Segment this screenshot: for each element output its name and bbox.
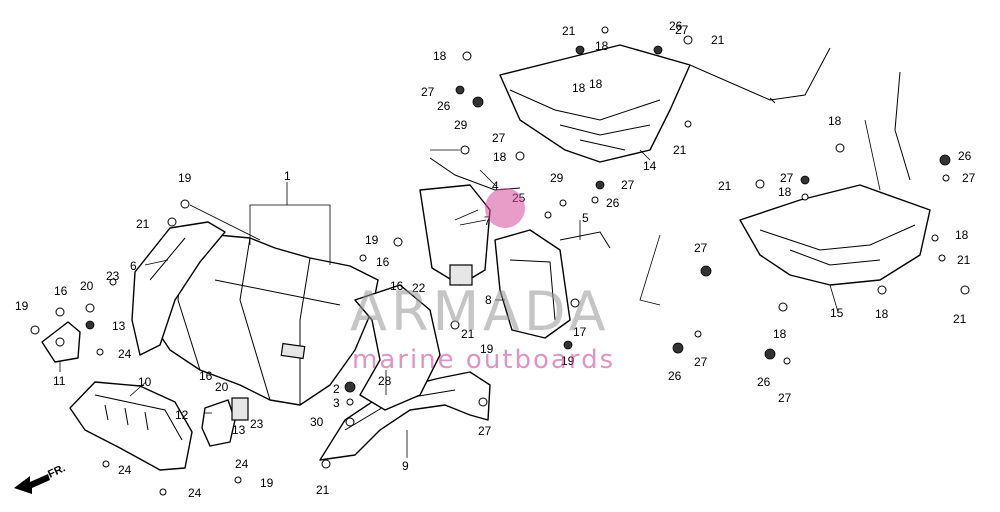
part-front-carrier bbox=[739, 71, 931, 286]
callout-label: 21 bbox=[461, 327, 475, 341]
callout-label: 20 bbox=[80, 279, 94, 293]
callout-label: 18 bbox=[572, 81, 586, 95]
callout-label: 16 bbox=[376, 255, 390, 269]
callout-label: 27 bbox=[478, 424, 492, 438]
callout-label: 18 bbox=[433, 49, 447, 63]
callout-label: 14 bbox=[643, 159, 657, 173]
callout-label: 21 bbox=[316, 483, 330, 497]
callout-label: 21 bbox=[953, 312, 967, 326]
callout-label: 24 bbox=[118, 347, 132, 361]
callout-label: 29 bbox=[550, 171, 564, 185]
callout-label: 23 bbox=[106, 269, 120, 283]
part-side-fender bbox=[354, 284, 441, 411]
watermark: ARMADA marine outboards bbox=[350, 188, 615, 375]
callout-label: 23 bbox=[250, 417, 264, 431]
callout-label: 16 bbox=[199, 369, 213, 383]
callout-label: 1 bbox=[284, 169, 291, 183]
callout-label: 27 bbox=[778, 391, 792, 405]
fasteners bbox=[30, 26, 970, 496]
callout-label: 27 bbox=[780, 171, 794, 185]
callout-label: 26 bbox=[757, 375, 771, 389]
callout-label: 21 bbox=[957, 253, 971, 267]
part-bracket-12 bbox=[201, 397, 249, 447]
callout-label: 12 bbox=[175, 408, 189, 422]
rod-left bbox=[429, 157, 521, 191]
leader-lines bbox=[59, 119, 881, 458]
callout-label: 28 bbox=[378, 374, 392, 388]
callout-label: 21 bbox=[136, 217, 150, 231]
callout-label: 9 bbox=[402, 459, 409, 473]
callout-label: 3 bbox=[333, 396, 340, 410]
callout-label: 15 bbox=[830, 306, 844, 320]
callout-label: 19 bbox=[480, 342, 494, 356]
callout-label: 6 bbox=[130, 259, 137, 273]
callout-label: 27 bbox=[694, 355, 708, 369]
callout-label: 20 bbox=[215, 380, 229, 394]
callout-label: 27 bbox=[492, 131, 506, 145]
callout-label: 21 bbox=[562, 24, 576, 38]
callout-label: 26 bbox=[958, 149, 972, 163]
callout-label: 13 bbox=[232, 423, 246, 437]
callout-label: 18 bbox=[778, 185, 792, 199]
callout-label: 18 bbox=[875, 307, 889, 321]
callout-label: 7 bbox=[484, 214, 491, 228]
callout-label: 26 bbox=[669, 19, 683, 33]
callout-label: 5 bbox=[582, 211, 589, 225]
part-plate-8 bbox=[494, 229, 571, 339]
front-direction-label: FR. bbox=[46, 462, 67, 480]
callout-label: 26 bbox=[668, 369, 682, 383]
callout-labels: 1 2 3 4 5 6 7 8 9 10 11 12 13 13 14 15 1… bbox=[15, 19, 976, 500]
part-bracket-11 bbox=[41, 321, 81, 363]
callout-label: 13 bbox=[112, 319, 126, 333]
callout-label: 19 bbox=[561, 354, 575, 368]
callout-label: 16 bbox=[54, 284, 68, 298]
rod-right-top bbox=[689, 47, 831, 101]
callout-label: 19 bbox=[178, 171, 192, 185]
watermark-tagline: marine outboards bbox=[352, 345, 615, 375]
callout-label: 30 bbox=[310, 415, 324, 429]
callout-label: 26 bbox=[606, 196, 620, 210]
callout-label: 24 bbox=[188, 486, 202, 500]
callout-label: 24 bbox=[118, 463, 132, 477]
callout-label: 27 bbox=[675, 23, 689, 37]
callout-label: 18 bbox=[955, 228, 969, 242]
callout-label: 21 bbox=[711, 33, 725, 47]
part-rear-carrier bbox=[499, 44, 691, 163]
part-lower-panel bbox=[69, 381, 193, 471]
callout-label: 16 bbox=[390, 279, 404, 293]
watermark-brand: ARMADA bbox=[350, 280, 610, 343]
callout-label: 18 bbox=[493, 150, 507, 164]
callout-label: 4 bbox=[492, 179, 499, 193]
callout-label: 2 bbox=[333, 382, 340, 396]
callout-label: 17 bbox=[573, 325, 587, 339]
callout-label: 18 bbox=[595, 39, 609, 53]
watermark-logo-dot bbox=[485, 188, 525, 228]
callout-label: 27 bbox=[421, 85, 435, 99]
callout-label: 18 bbox=[828, 114, 842, 128]
callout-label: 11 bbox=[53, 374, 66, 388]
callout-label: 19 bbox=[15, 299, 29, 313]
front-direction-arrow: FR. bbox=[14, 462, 67, 494]
callout-label: 19 bbox=[365, 233, 379, 247]
callout-label: 22 bbox=[412, 281, 426, 295]
callout-label: 26 bbox=[437, 99, 451, 113]
part-rear-fender bbox=[149, 231, 379, 406]
callout-label: 19 bbox=[260, 476, 274, 490]
callout-label: 27 bbox=[962, 171, 976, 185]
callout-label: 18 bbox=[773, 327, 787, 341]
callout-label: 24 bbox=[235, 457, 249, 471]
callout-label: 27 bbox=[621, 178, 635, 192]
callout-label: 18 bbox=[589, 77, 603, 91]
callout-label: 10 bbox=[138, 375, 152, 389]
callout-label: 21 bbox=[718, 179, 732, 193]
part-side-flap bbox=[131, 221, 226, 356]
callout-label: 29 bbox=[454, 118, 468, 132]
callout-label: 8 bbox=[485, 293, 492, 307]
part-mud-guard bbox=[419, 184, 491, 286]
callout-label: 27 bbox=[694, 241, 708, 255]
callout-label: 21 bbox=[673, 143, 687, 157]
